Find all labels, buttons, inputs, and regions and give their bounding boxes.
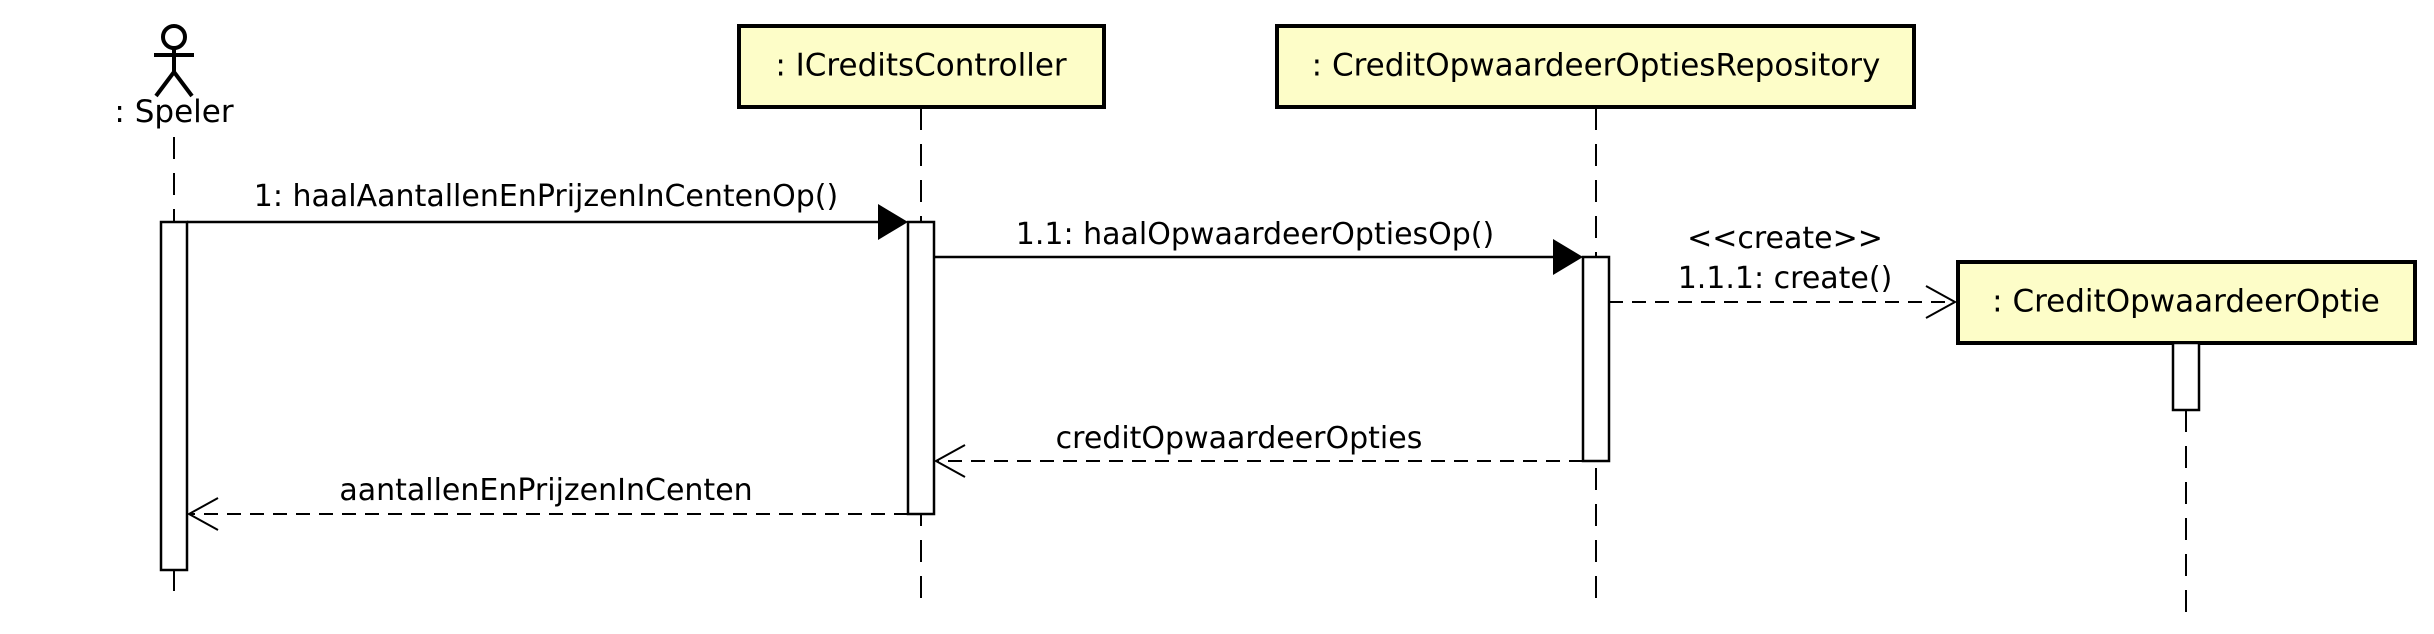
open-arrowhead-icon <box>186 497 219 531</box>
actor-stick-figure-icon <box>154 24 194 98</box>
actor-speler: : Speler <box>114 24 234 130</box>
message-1-1: 1.1: haalOpwaardeerOptiesOp() <box>934 217 1583 275</box>
activation-bar-speler <box>159 220 189 572</box>
message-1: 1: haalAantallenEnPrijzenInCentenOp() <box>187 179 908 240</box>
object-box-controller: : ICreditsController <box>737 24 1106 109</box>
activation-bar-optie <box>2171 341 2201 412</box>
filled-arrowhead-icon <box>878 204 908 240</box>
open-arrowhead-icon <box>933 444 966 478</box>
participant-label-optie: : CreditOpwaardeerOptie <box>1992 284 2380 320</box>
message-label: 1.1: haalOpwaardeerOptiesOp() <box>1016 217 1494 252</box>
filled-arrowhead-icon <box>1553 239 1583 275</box>
open-arrowhead-icon <box>1925 285 1958 319</box>
activation-bar-controller <box>906 220 936 516</box>
return-label: aantallenEnPrijzenInCenten <box>339 473 752 508</box>
message-1-1-1-create: <<create>> 1.1.1: create() <box>1609 221 1958 319</box>
participant-label-controller: : ICreditsController <box>775 48 1067 84</box>
object-box-repository: : CreditOpwaardeerOptiesRepository <box>1275 24 1916 109</box>
return-message-1-1: creditOpwaardeerOpties <box>933 421 1583 478</box>
participant-label-repository: : CreditOpwaardeerOptiesRepository <box>1312 48 1881 84</box>
object-box-optie: : CreditOpwaardeerOptie <box>1956 260 2417 345</box>
activation-bar-repository <box>1581 255 1611 463</box>
message-stereotype: <<create>> <box>1687 221 1883 256</box>
return-label: creditOpwaardeerOpties <box>1056 421 1423 456</box>
return-message-1: aantallenEnPrijzenInCenten <box>186 473 908 531</box>
message-label: 1: haalAantallenEnPrijzenInCentenOp() <box>254 179 838 214</box>
participant-label-speler: : Speler <box>114 94 233 130</box>
message-label: 1.1.1: create() <box>1678 261 1893 296</box>
